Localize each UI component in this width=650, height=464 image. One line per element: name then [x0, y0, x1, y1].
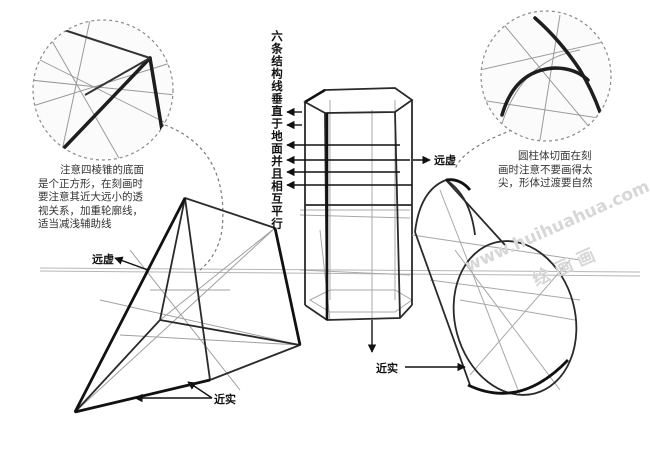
detail-connectors	[164, 124, 513, 271]
cylinder-drawing	[411, 178, 581, 396]
cylinder-note-line-3: 尖，形体过渡要自然	[498, 177, 593, 189]
cylinder-detail-circle	[480, 10, 612, 142]
pyramid-note-line-5: 适当减浅辅助线	[38, 218, 112, 230]
cylinder-note: 圆柱体切面在刻 画时注意不要画得太 尖，形体过渡要自然	[498, 150, 648, 191]
pyramid-note-line-2: 是个正方形，在刻画时	[38, 177, 143, 190]
vertical-structure-note: 六条结构线垂直于地面并且相互平行	[270, 30, 284, 230]
pyramid-note: 注意四棱锥的底面 是个正方形，在刻画时 要注意其近大远小的透 视关系，加重轮廓线…	[38, 164, 198, 232]
annotation-arrows	[114, 107, 466, 403]
cylinder-note-line-1: 圆柱体切面在刻	[518, 150, 592, 162]
near-label-left: 近实	[214, 393, 236, 406]
near-label-right: 近实	[376, 362, 398, 375]
ground-lines	[39, 267, 641, 277]
far-label-right: 远虚	[434, 154, 456, 167]
pyramid-note-line-4: 视关系，加重轮廓线，	[38, 204, 143, 217]
cylinder-note-line-2: 画时注意不要画得太	[498, 163, 593, 176]
far-label-left: 远虚	[92, 253, 114, 266]
hexagonal-prism-drawing	[299, 87, 414, 322]
pyramid-note-line-3: 要注意其近大远小的透	[38, 191, 143, 203]
pyramid-note-line-1: 注意四棱锥的底面	[60, 164, 144, 176]
pyramid-detail-circle	[32, 19, 174, 161]
